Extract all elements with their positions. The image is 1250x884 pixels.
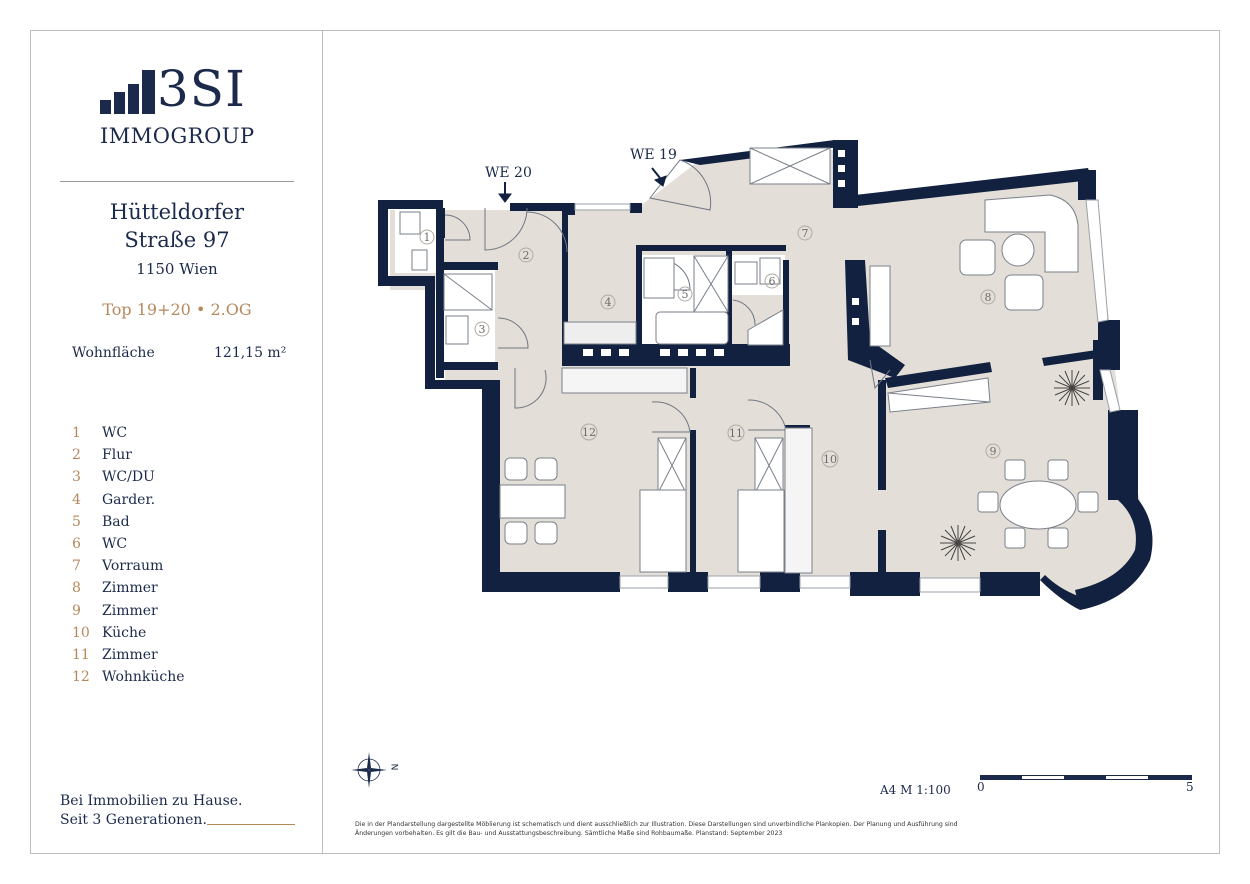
logo-bars-icon bbox=[100, 70, 155, 114]
disclaimer-text: Die in der Plandarstellung dargestellte … bbox=[355, 821, 958, 837]
room-number: 1 bbox=[424, 231, 431, 244]
slogan-line2: Seit 3 Generationen. bbox=[60, 812, 207, 828]
legend-item: 4 Garder. bbox=[72, 489, 272, 511]
slogan-underline bbox=[207, 824, 295, 825]
fixtures bbox=[399, 147, 1099, 574]
legend-num: 4 bbox=[72, 491, 81, 508]
room-number: 6 bbox=[769, 275, 776, 288]
legend-item: 11 Zimmer bbox=[72, 644, 272, 666]
wall-blocks bbox=[583, 150, 859, 356]
legend-name: Garder. bbox=[102, 491, 156, 508]
slogan-line1: Bei Immobilien zu Hause. bbox=[60, 793, 243, 809]
legend-item: 9 Zimmer bbox=[72, 600, 272, 622]
scale-end: 5 bbox=[1186, 780, 1194, 794]
area-label: Wohnfläche bbox=[72, 345, 155, 361]
compass-icon bbox=[351, 752, 387, 788]
legend-name: WC bbox=[102, 425, 128, 441]
unit-label: Top 19+20 • 2.OG bbox=[102, 300, 252, 319]
legend-name: WC bbox=[102, 535, 128, 552]
header-separator bbox=[60, 181, 294, 182]
room-number: 12 bbox=[582, 426, 596, 439]
room-number: 2 bbox=[523, 249, 530, 262]
legend-num: 7 bbox=[72, 558, 81, 575]
logo-subtext: IMMOGROUP bbox=[100, 124, 255, 148]
legend-num: 3 bbox=[72, 469, 81, 486]
area-value: 121,15 m² bbox=[214, 345, 287, 361]
floor-plan: 1 2 3 4 5 6 7 8 9 10 11 12 bbox=[378, 140, 1153, 610]
room-number: 5 bbox=[682, 288, 689, 301]
legend-name: Küche bbox=[102, 624, 147, 641]
panel-divider bbox=[322, 30, 323, 854]
scale-start: 0 bbox=[977, 780, 985, 794]
street-line2: Straße 97 bbox=[124, 228, 230, 252]
scale-label: A4 M 1:100 bbox=[880, 783, 951, 797]
legend-item: 10 Küche bbox=[72, 622, 272, 644]
legend-num: 12 bbox=[72, 669, 90, 686]
logo-text: 3SI bbox=[157, 60, 246, 118]
legend-item: 7 Vorraum bbox=[72, 555, 272, 577]
room-number: 8 bbox=[985, 291, 992, 304]
room-number: 10 bbox=[823, 453, 837, 466]
room-number: 3 bbox=[479, 323, 486, 336]
page-frame bbox=[30, 30, 1220, 854]
legend-item: 1 WC bbox=[72, 422, 272, 444]
street-line1: Hütteldorfer bbox=[109, 200, 245, 224]
room-numbers: 1 2 3 4 5 6 7 8 9 10 11 12 bbox=[424, 227, 997, 466]
inner-walls bbox=[436, 208, 1112, 575]
legend-item: 6 WC bbox=[72, 533, 272, 555]
entrance-we19-label: WE 19 bbox=[630, 147, 677, 163]
legend-num: 5 bbox=[72, 513, 81, 530]
room-number: 4 bbox=[605, 296, 612, 309]
outer-walls bbox=[378, 140, 1153, 610]
legend-name: Flur bbox=[102, 447, 132, 464]
legend-num: 10 bbox=[72, 624, 90, 641]
legend-name: Wohnküche bbox=[102, 669, 185, 686]
legend-num: 9 bbox=[72, 602, 81, 619]
legend-item: 3 WC/DU bbox=[72, 466, 272, 488]
door-swings bbox=[444, 159, 891, 433]
legend-num: 11 bbox=[72, 646, 90, 663]
legend-name: Zimmer bbox=[102, 580, 158, 597]
legend-num: 1 bbox=[72, 425, 81, 441]
floor-area bbox=[390, 150, 1145, 600]
plant-icons bbox=[940, 370, 1090, 561]
legend-name: Zimmer bbox=[102, 646, 158, 663]
compass-north-label: N bbox=[388, 763, 399, 771]
room-number: 11 bbox=[729, 427, 743, 440]
legend-num: 2 bbox=[72, 447, 81, 464]
legend-item: 2 Flur bbox=[72, 444, 272, 466]
legend-name: WC/DU bbox=[102, 469, 155, 486]
entrance-arrows bbox=[498, 167, 667, 203]
city: 1150 Wien bbox=[136, 260, 218, 278]
legend-num: 8 bbox=[72, 580, 81, 597]
company-logo: 3SI IMMOGROUP bbox=[100, 60, 260, 156]
entrance-we20-label: WE 20 bbox=[485, 165, 532, 181]
legend-item: 8 Zimmer bbox=[72, 577, 272, 599]
legend-num: 6 bbox=[72, 535, 81, 552]
legend-name: Vorraum bbox=[102, 558, 164, 575]
scale-bar bbox=[980, 775, 1192, 780]
legend-item: 5 Bad bbox=[72, 511, 272, 533]
legend-name: Zimmer bbox=[102, 602, 158, 619]
legend-name: Bad bbox=[102, 513, 130, 530]
legend-item: 12 Wohnküche bbox=[72, 666, 272, 688]
room-number: 7 bbox=[802, 227, 809, 240]
windows bbox=[574, 199, 1121, 593]
room-number: 9 bbox=[990, 445, 997, 458]
room-markers bbox=[419, 225, 1001, 468]
